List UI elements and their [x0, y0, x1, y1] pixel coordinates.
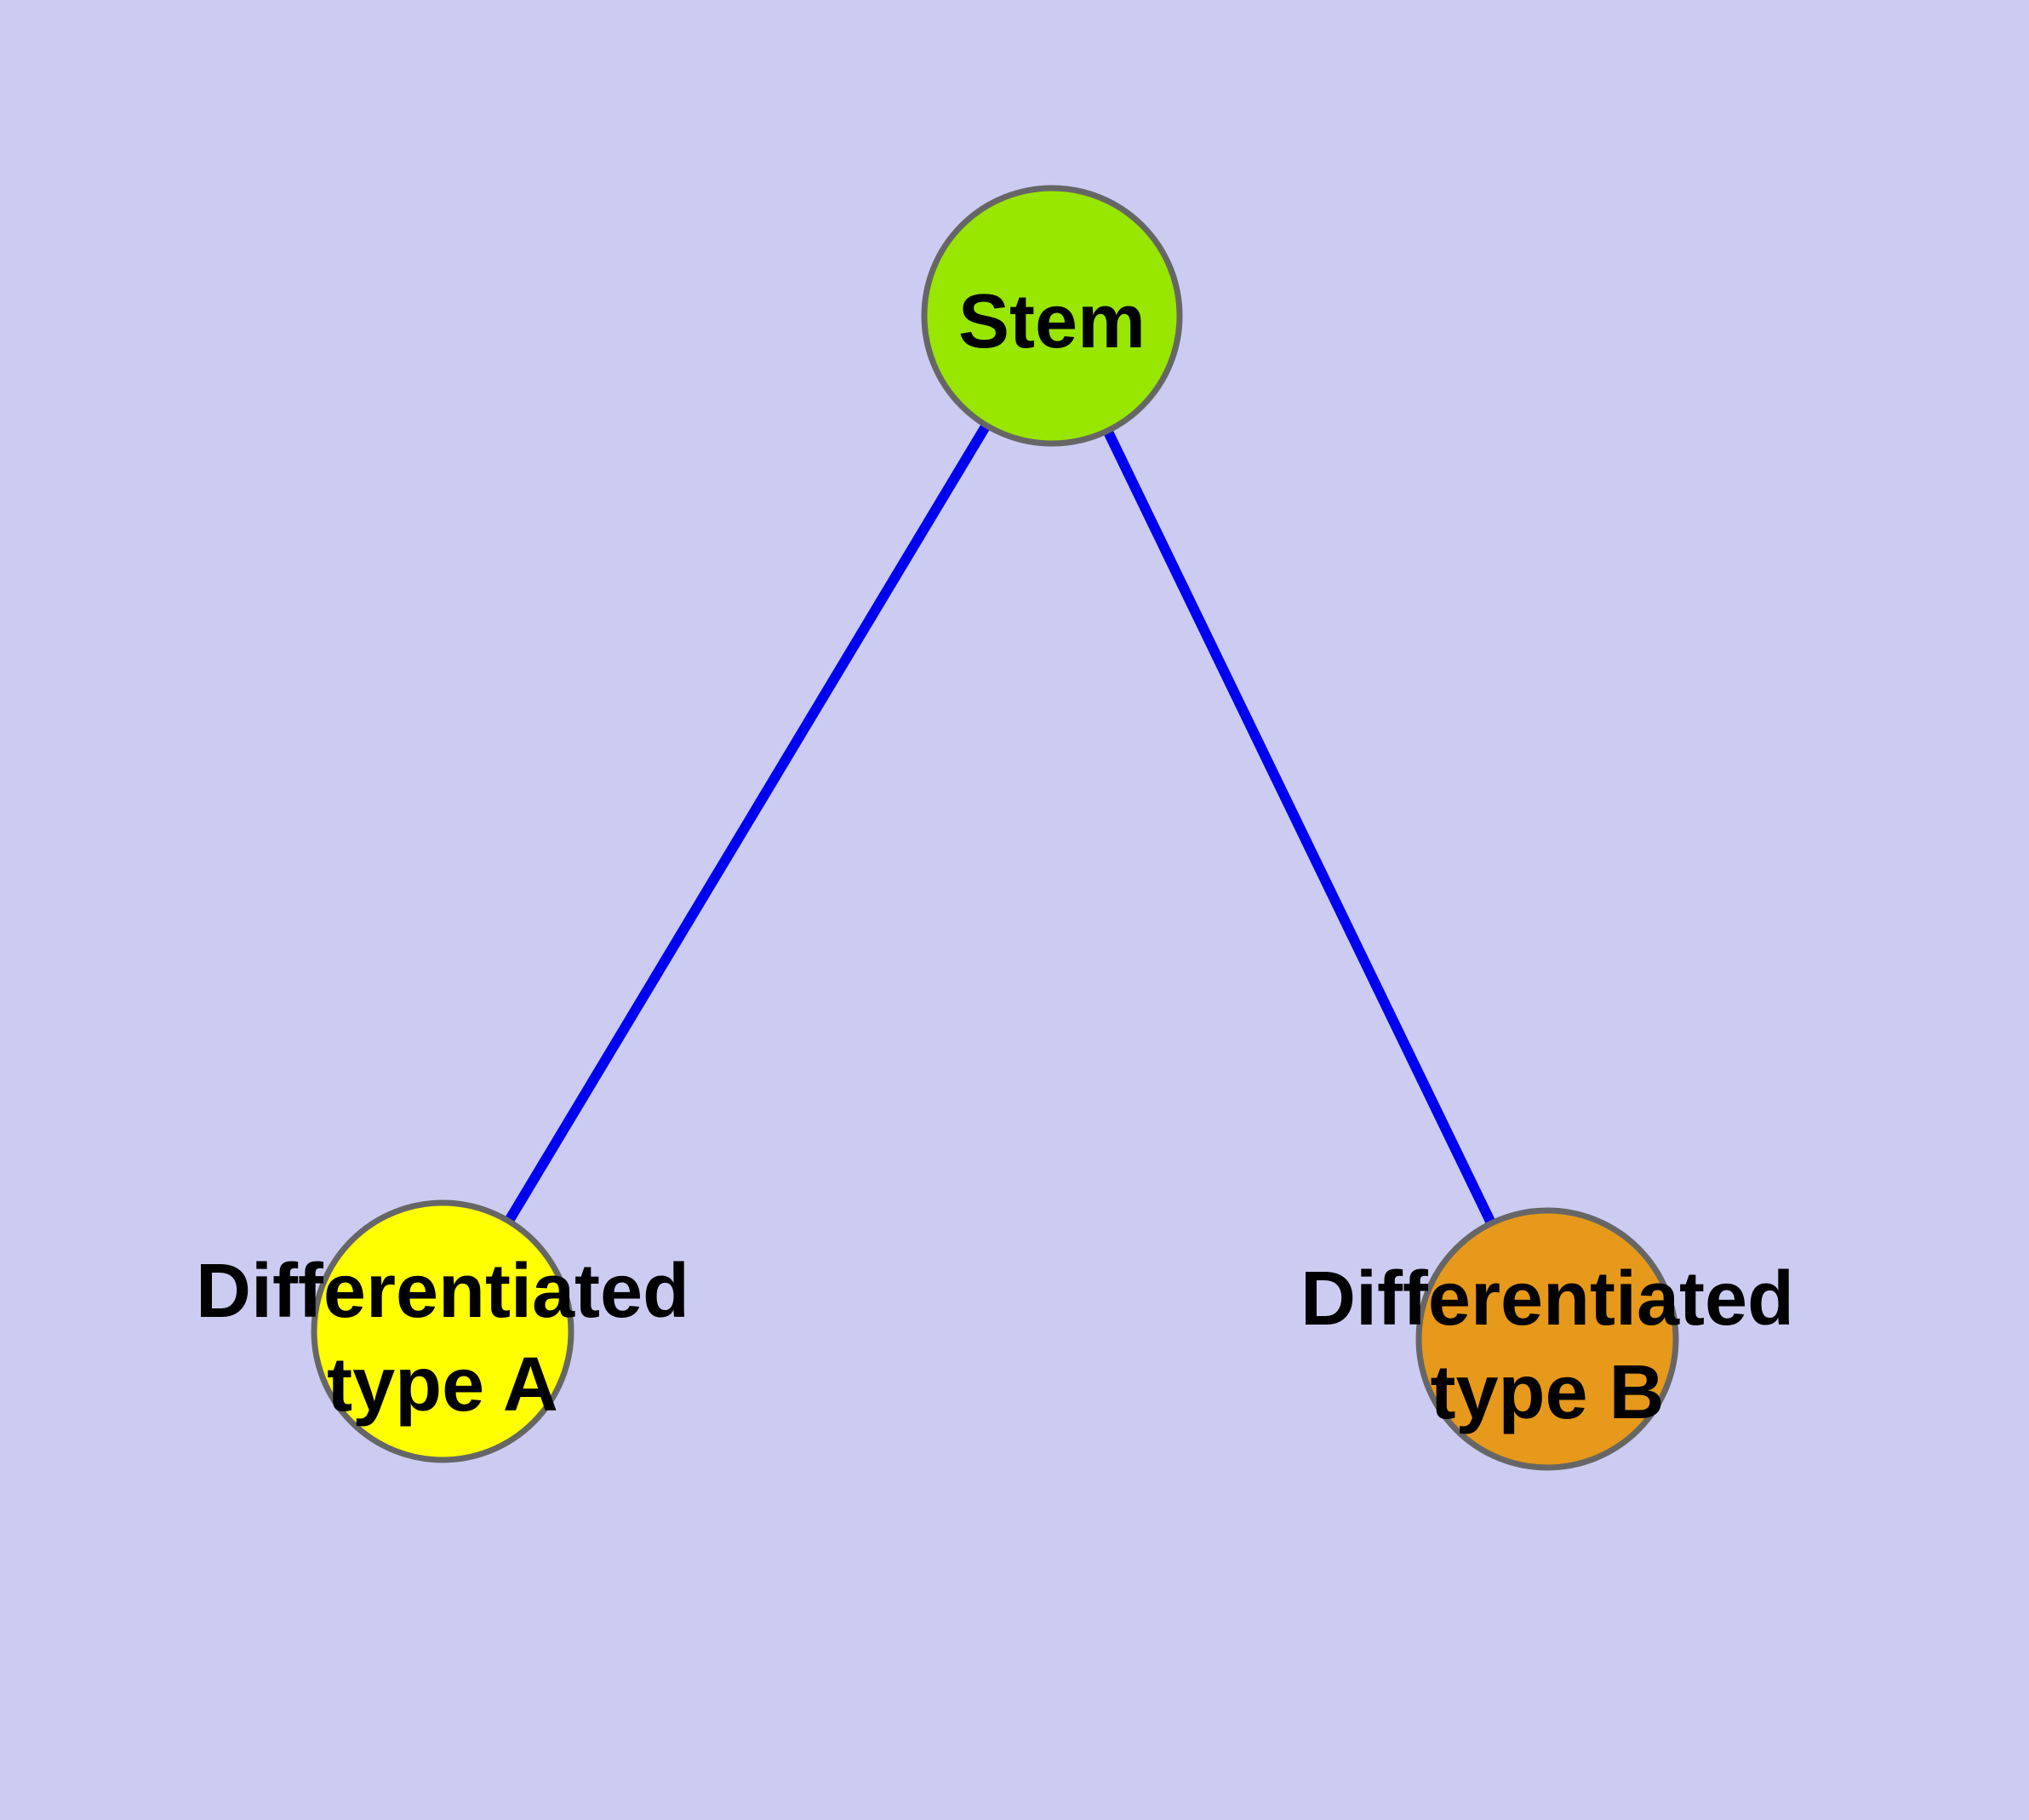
- edge-stem-to-type-b: [1047, 313, 1552, 1342]
- node-differentiated-type-b[interactable]: [1415, 1207, 1679, 1471]
- edge-stem-to-type-a: [437, 312, 1057, 1335]
- node-differentiated-type-a[interactable]: [311, 1199, 574, 1463]
- node-stem[interactable]: [921, 185, 1183, 447]
